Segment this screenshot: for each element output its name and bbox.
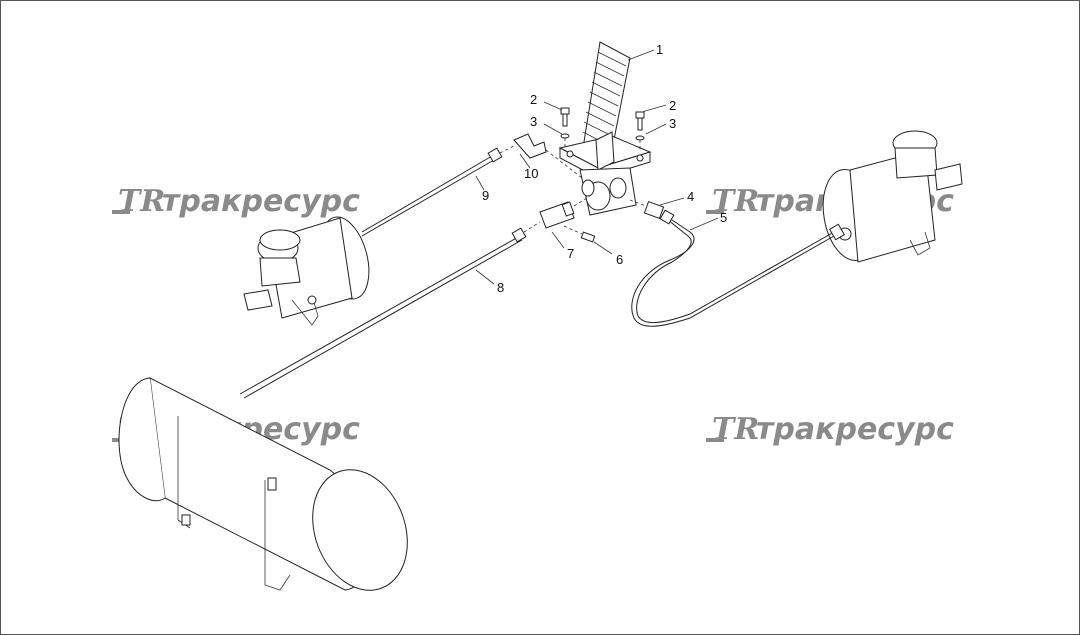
callout-3-left: 3 — [530, 114, 537, 129]
callout-6: 6 — [616, 252, 623, 267]
watermark-top-left: TR тракресурс — [112, 184, 360, 219]
bolt-left — [560, 107, 570, 150]
bolt-right — [635, 111, 645, 152]
fitting-6 — [563, 225, 596, 243]
elbow-fitting — [513, 133, 583, 179]
callout-2-left: 2 — [530, 92, 537, 107]
brake-chamber-right — [822, 130, 963, 263]
air-tank — [118, 377, 408, 591]
callout-2-right: 2 — [669, 98, 676, 113]
watermark-logo: TR — [712, 184, 759, 219]
fitting-4 — [629, 199, 665, 220]
callout-10: 10 — [524, 166, 538, 181]
callout-8: 8 — [497, 280, 504, 295]
brake-pedal-valve — [558, 41, 652, 216]
watermark-text: тракресурс — [162, 184, 360, 219]
leader-lines — [475, 49, 719, 285]
callout-labels: 1 2 2 3 3 4 5 6 7 8 9 10 — [482, 42, 727, 295]
watermark-bottom-right: TR тракресурс — [706, 412, 954, 447]
callout-1: 1 — [656, 42, 663, 57]
callout-3-right: 3 — [669, 116, 676, 131]
watermark-logo: TR — [712, 412, 759, 447]
fitting-7 — [539, 195, 591, 229]
watermark-logo: TR — [118, 184, 165, 219]
pipe-8 — [239, 221, 541, 399]
callout-9: 9 — [482, 188, 489, 203]
callout-4: 4 — [687, 189, 694, 204]
watermark-text: тракресурс — [756, 412, 954, 447]
pipe-5 — [631, 209, 846, 327]
pipe-9 — [361, 145, 515, 237]
brake-chamber-left — [243, 216, 370, 326]
callout-7: 7 — [567, 246, 574, 261]
callout-5: 5 — [720, 210, 727, 225]
